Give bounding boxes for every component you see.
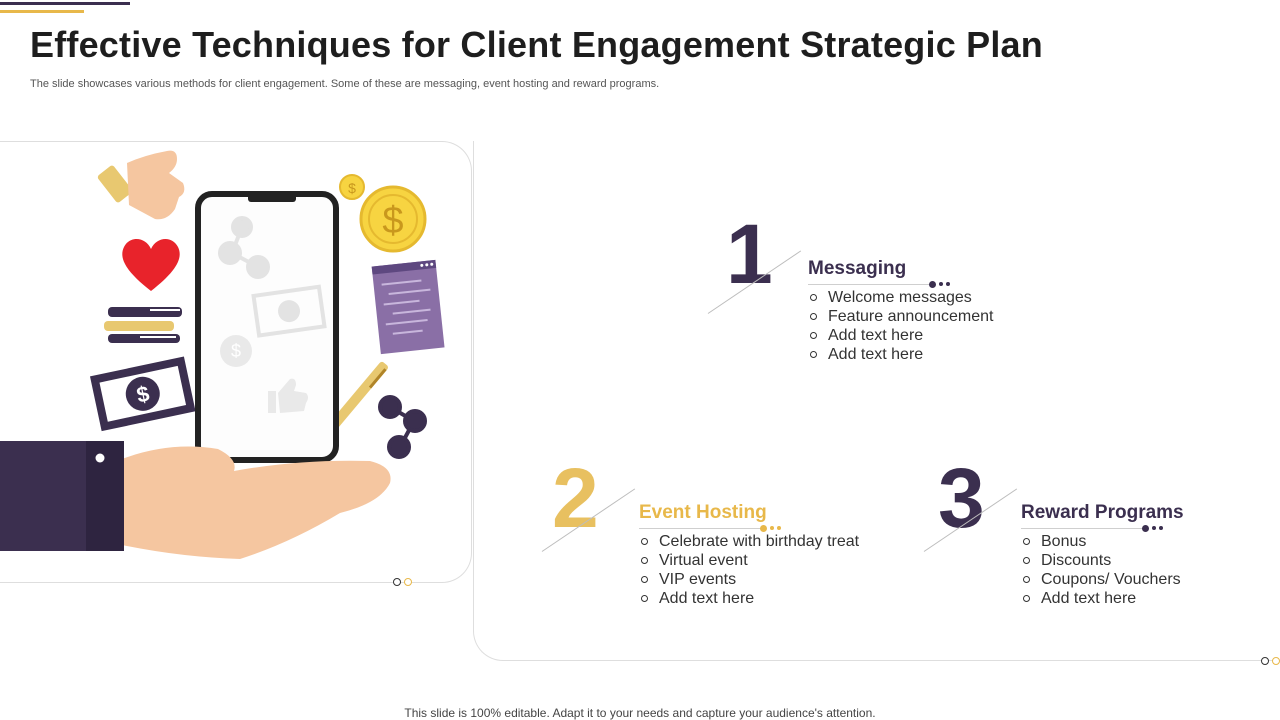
page-title: Effective Techniques for Client Engageme…	[30, 24, 1043, 65]
heading-dot	[1159, 526, 1163, 530]
bullet-icon	[810, 294, 817, 301]
coin-icon: $ $	[339, 174, 427, 253]
list-item: VIP events	[639, 570, 859, 589]
list-item: Discounts	[1021, 551, 1181, 570]
list-item: Feature announcement	[808, 307, 993, 326]
accent-bar-gold	[0, 10, 84, 13]
bullet-icon	[641, 557, 648, 564]
list-item: Add text here	[639, 589, 859, 608]
section-heading-messaging: Messaging	[808, 258, 907, 279]
share-icon	[378, 395, 427, 459]
list-item: Add text here	[1021, 589, 1181, 608]
section-heading-reward-programs: Reward Programs	[1021, 502, 1184, 523]
section-list-messaging: Welcome messages Feature announcement Ad…	[808, 288, 993, 364]
heading-dot	[777, 526, 781, 530]
list-item: Welcome messages	[808, 288, 993, 307]
document-icon	[371, 259, 445, 355]
section-number: 1	[726, 207, 773, 301]
banknote-icon: $	[89, 356, 196, 432]
bullet-icon	[641, 576, 648, 583]
svg-text:$: $	[348, 180, 356, 196]
illustration-frame	[0, 141, 472, 583]
bullet-icon	[1023, 557, 1030, 564]
section-list-event-hosting: Celebrate with birthday treat Virtual ev…	[639, 532, 859, 608]
heading-dot	[760, 525, 767, 532]
bullet-icon	[1023, 576, 1030, 583]
heading-dot	[770, 526, 774, 530]
frame-ring-gold	[404, 578, 412, 586]
heading-underline	[1021, 528, 1145, 529]
frame-ring	[393, 578, 401, 586]
heading-dot	[929, 281, 936, 288]
list-item: Add text here	[808, 345, 993, 364]
books-icon	[104, 307, 182, 343]
thumbs-up-icon	[97, 150, 185, 220]
accent-bar-dark	[0, 2, 130, 5]
hand-icon	[0, 441, 391, 559]
heading-underline	[639, 528, 763, 529]
bullet-icon	[641, 595, 648, 602]
bullet-icon	[810, 313, 817, 320]
frame-ring	[1261, 657, 1269, 665]
section-number: 3	[938, 451, 985, 545]
bullet-icon	[810, 351, 817, 358]
section-number: 2	[552, 451, 599, 545]
list-item: Celebrate with birthday treat	[639, 532, 859, 551]
currency-symbol: $	[134, 381, 151, 408]
bullet-icon	[1023, 595, 1030, 602]
section-list-reward-programs: Bonus Discounts Coupons/ Vouchers Add te…	[1021, 532, 1181, 608]
content-frame	[473, 141, 1273, 661]
smartphone-icon: $	[195, 191, 339, 463]
frame-ring-gold	[1272, 657, 1280, 665]
heading-underline	[808, 284, 932, 285]
heading-dot	[946, 282, 950, 286]
list-item: Virtual event	[639, 551, 859, 570]
bullet-icon	[1023, 538, 1030, 545]
list-item: Bonus	[1021, 532, 1181, 551]
bullet-icon	[641, 538, 648, 545]
heading-dot	[1152, 526, 1156, 530]
footer-note: This slide is 100% editable. Adapt it to…	[404, 706, 876, 720]
heading-dot	[1142, 525, 1149, 532]
engagement-illustration: $ $ $	[0, 150, 445, 559]
svg-text:$: $	[382, 200, 403, 242]
page-subtitle: The slide showcases various methods for …	[30, 78, 660, 90]
section-heading-event-hosting: Event Hosting	[639, 502, 767, 523]
heading-dot	[939, 282, 943, 286]
list-item: Add text here	[808, 326, 993, 345]
list-item: Coupons/ Vouchers	[1021, 570, 1181, 589]
svg-text:$: $	[231, 341, 241, 361]
bullet-icon	[810, 332, 817, 339]
heart-icon	[122, 238, 180, 291]
